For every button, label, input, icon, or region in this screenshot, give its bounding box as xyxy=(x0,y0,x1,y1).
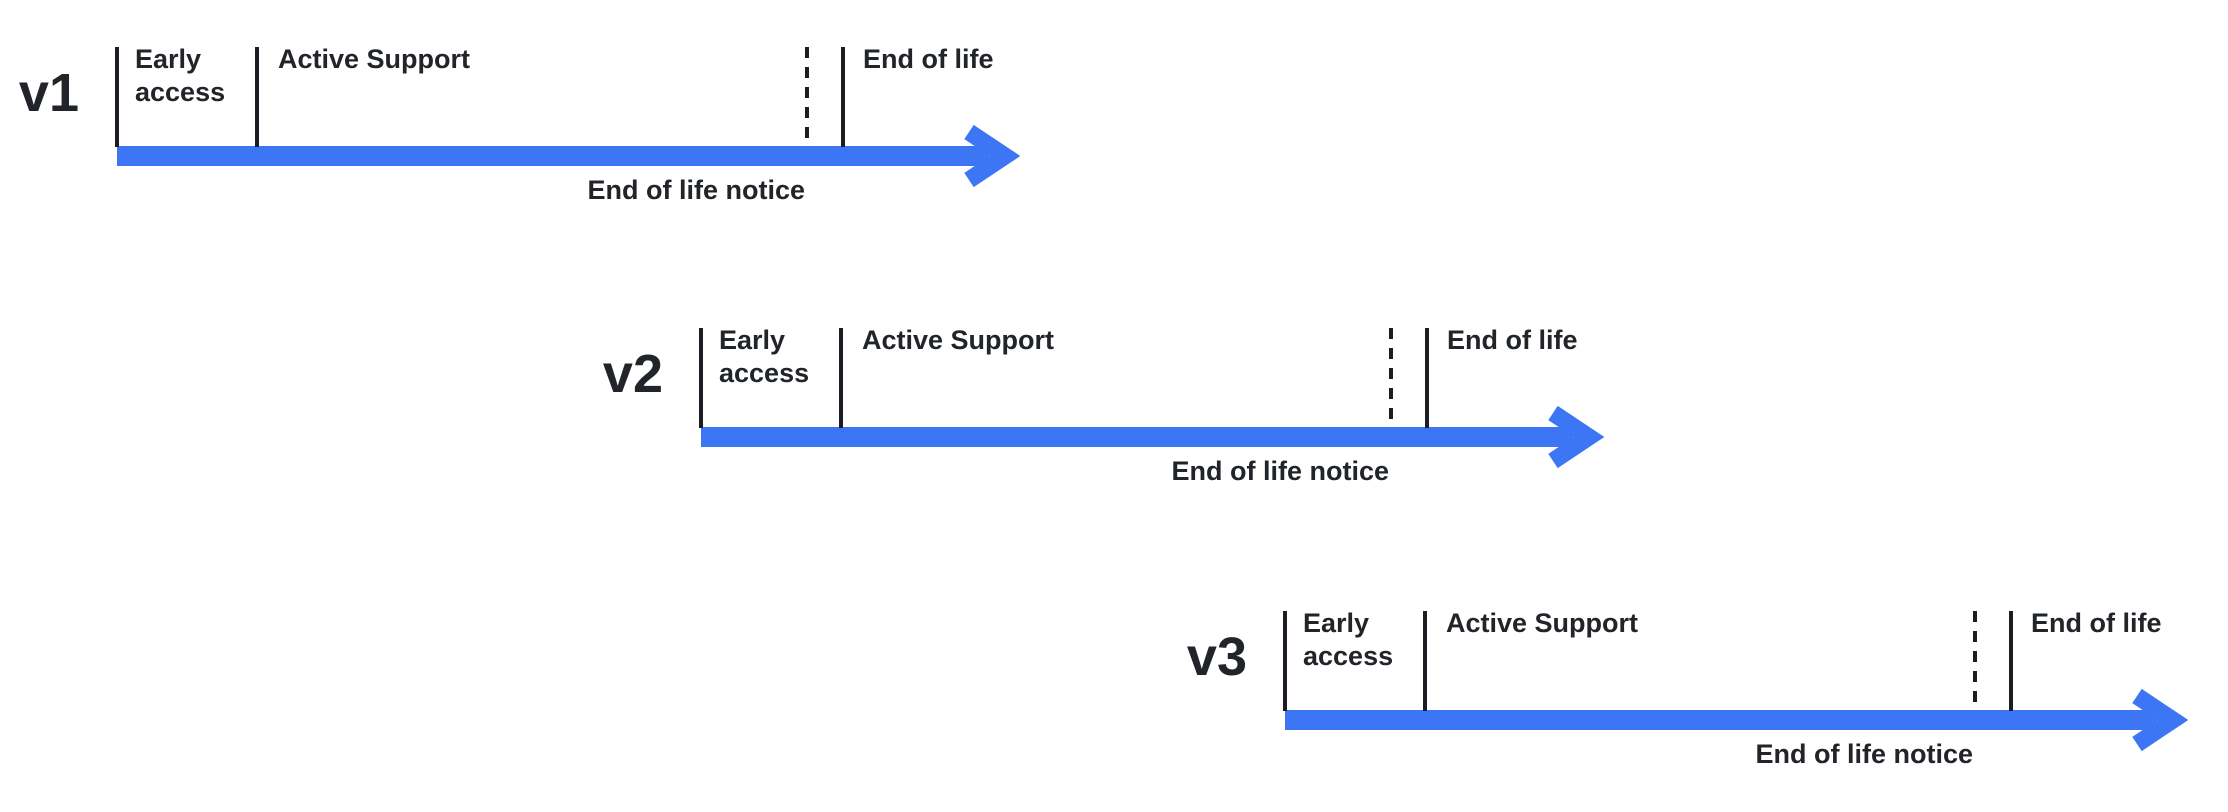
end-of-life-label: End of life xyxy=(863,44,994,74)
timeline-arrow-icon xyxy=(701,405,1605,469)
early-access-label: Early access xyxy=(135,44,226,107)
tick-active-support-start xyxy=(839,328,843,428)
timeline-row-v2: v2 Early access Active Support End of li… xyxy=(603,325,1821,513)
end-of-life-label: End of life xyxy=(2031,608,2162,638)
tick-active-support-start xyxy=(255,47,259,147)
tick-end-of-life xyxy=(2009,611,2013,711)
early-access-label: Early access xyxy=(719,325,810,388)
version-label: v1 xyxy=(18,63,79,123)
timeline-arrow-icon xyxy=(1285,688,2189,752)
active-support-label: Active Support xyxy=(278,44,471,74)
timeline-row-v3: v3 Early access Active Support End of li… xyxy=(1187,608,2228,796)
end-of-life-label: End of life xyxy=(1447,325,1578,355)
eol-notice-dashed-line xyxy=(1389,328,1393,426)
end-of-life-notice-label: End of life notice xyxy=(587,175,805,205)
arrow-head-icon xyxy=(1548,405,1605,469)
tick-active-support-start xyxy=(1423,611,1427,711)
timeline-arrow-icon xyxy=(117,124,1021,188)
early-access-label: Early access xyxy=(1303,608,1394,671)
end-of-life-notice-label: End of life notice xyxy=(1171,456,1389,486)
arrow-head-icon xyxy=(964,124,1021,188)
tick-end-of-life xyxy=(841,47,845,147)
end-of-life-notice-label: End of life notice xyxy=(1755,739,1973,769)
tick-early-access-start xyxy=(115,47,119,147)
active-support-label: Active Support xyxy=(862,325,1055,355)
tick-end-of-life xyxy=(1425,328,1429,428)
active-support-label: Active Support xyxy=(1446,608,1639,638)
arrow-head-icon xyxy=(2132,688,2189,752)
eol-notice-dashed-line xyxy=(805,47,809,145)
tick-early-access-start xyxy=(1283,611,1287,711)
eol-notice-dashed-line xyxy=(1973,611,1977,709)
version-label: v3 xyxy=(1186,627,1247,687)
timeline-row-v1: v1 Early access Active Support End of li… xyxy=(19,44,1237,232)
version-label: v2 xyxy=(602,344,663,404)
tick-early-access-start xyxy=(699,328,703,428)
